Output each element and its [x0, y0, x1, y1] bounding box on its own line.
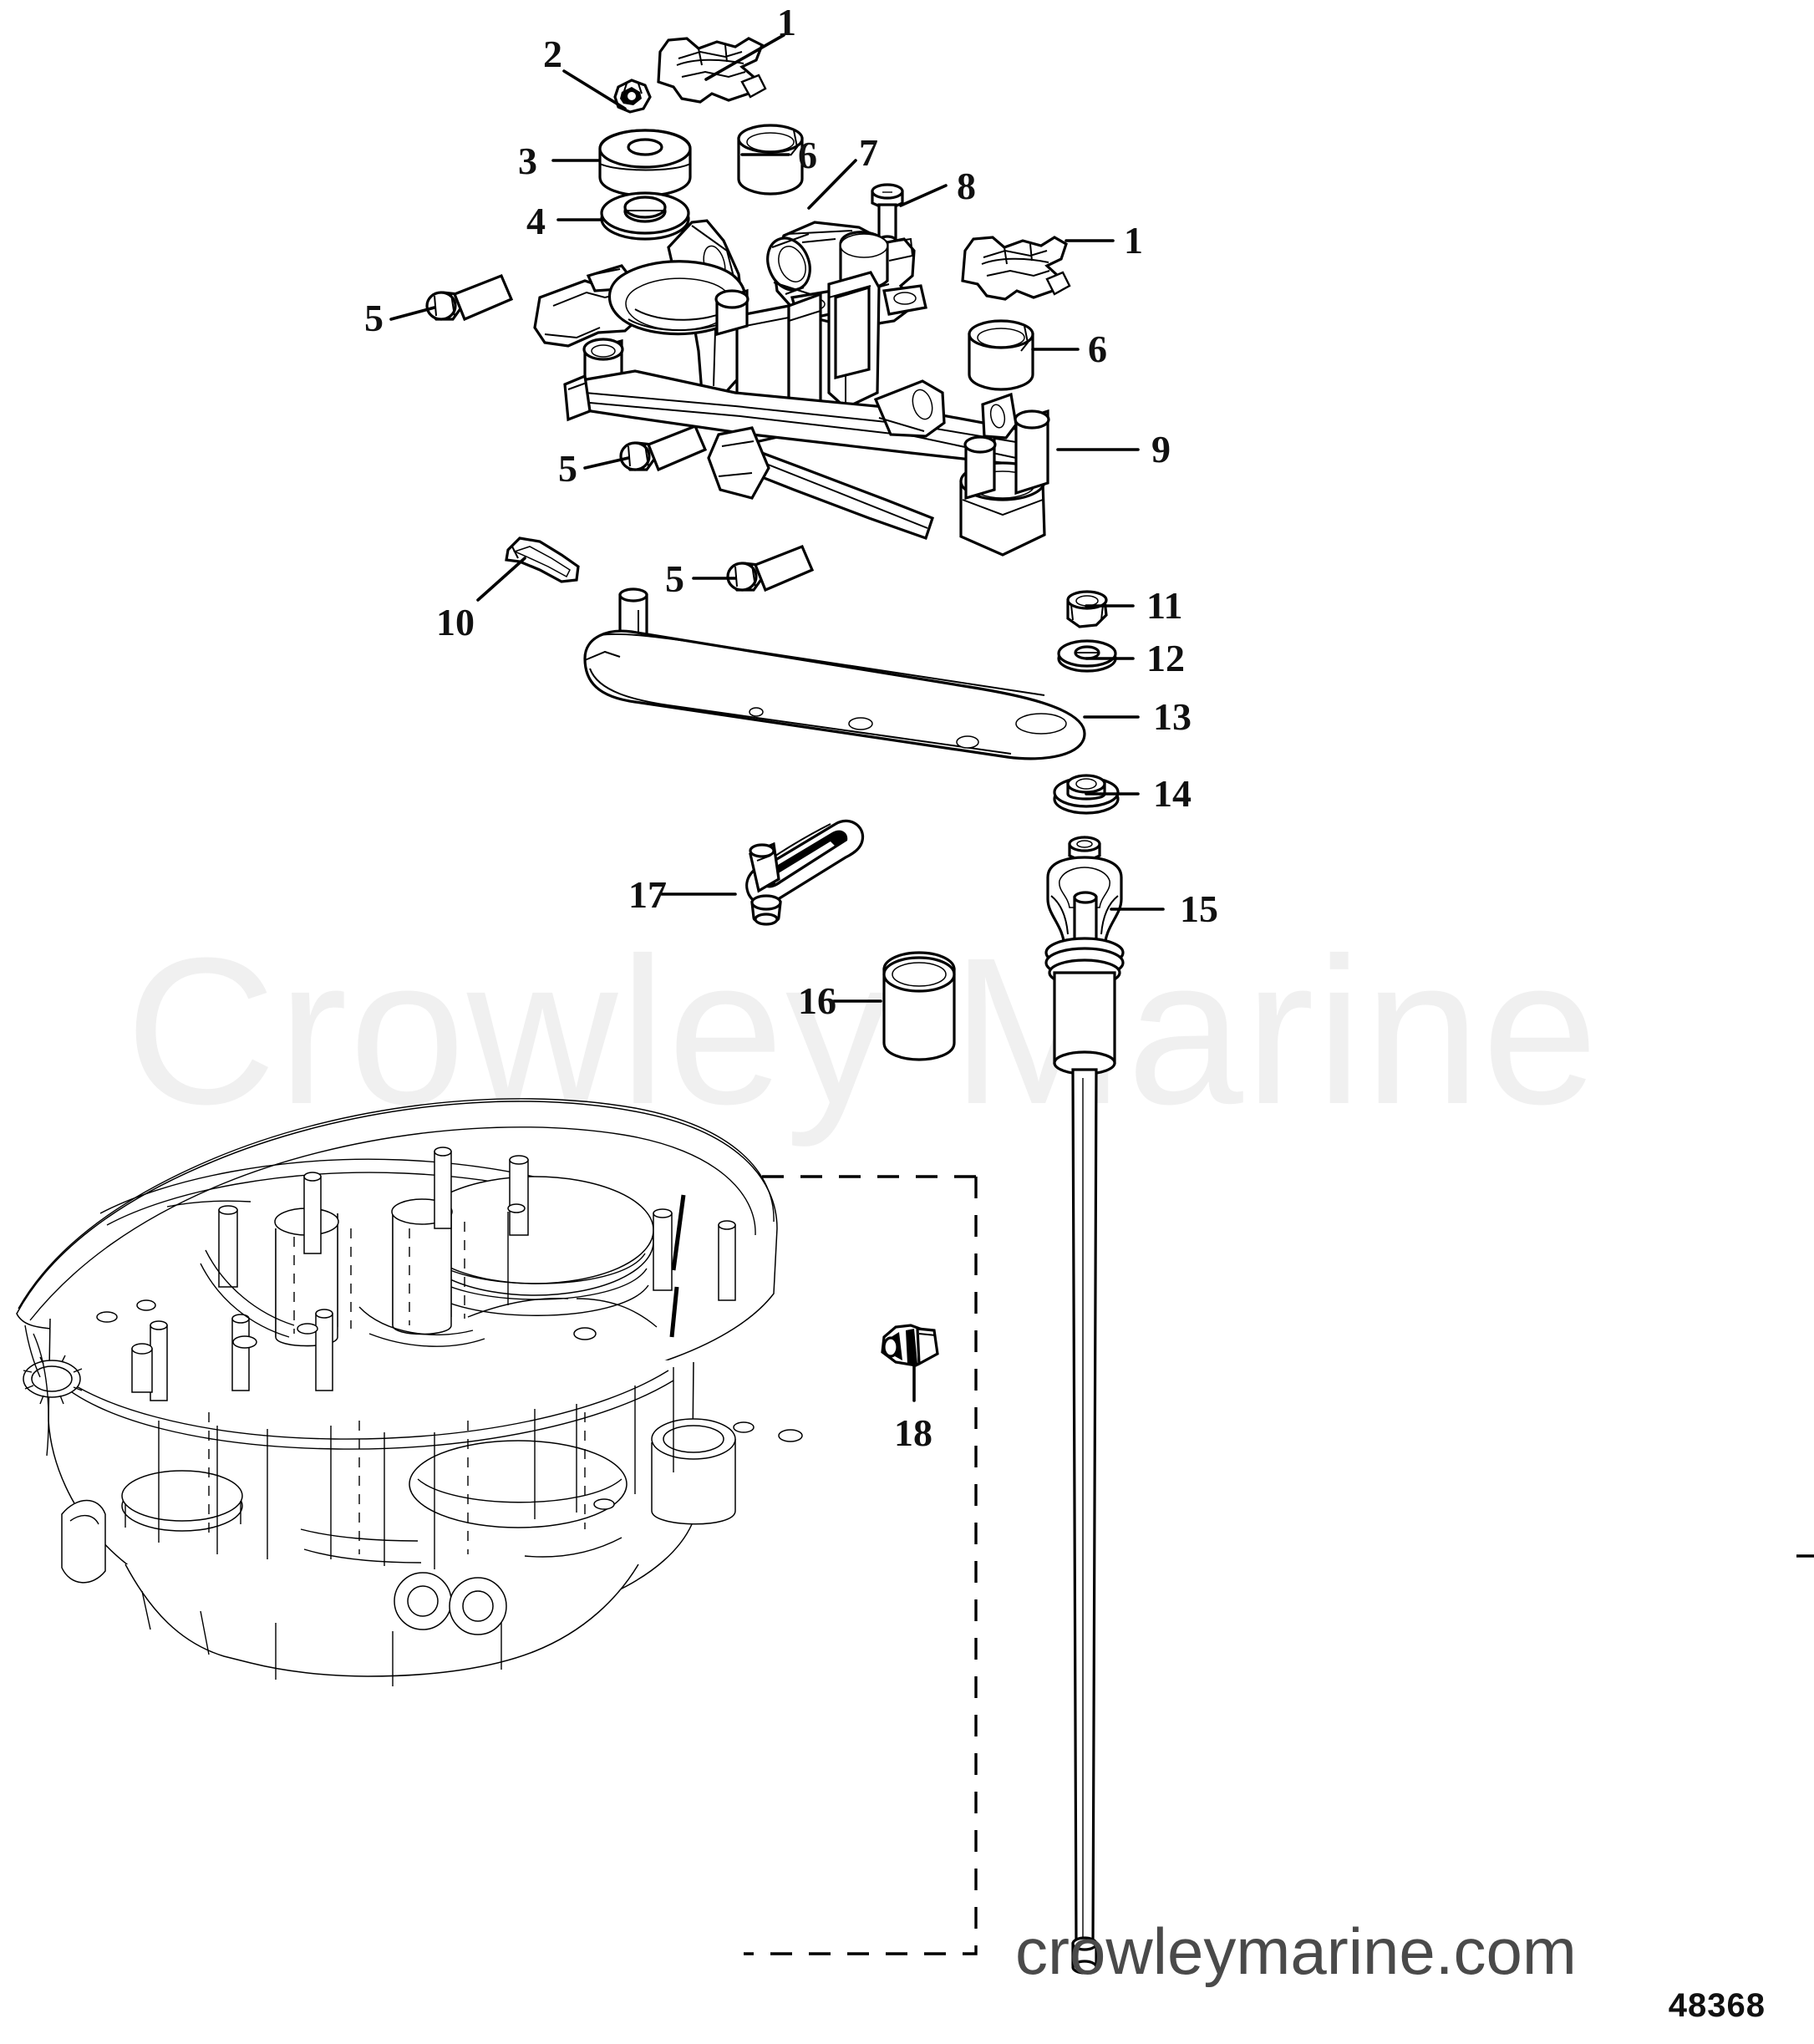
part-lock-nut: [1066, 590, 1108, 628]
part-bolt-hex-flange-1: [425, 273, 514, 322]
part-bolt-hex-flange-3: [726, 544, 815, 592]
part-washer-mount: [600, 191, 690, 241]
part-dipstick-tube-sleeve: [882, 951, 956, 1061]
part-flat-washer: [1057, 639, 1117, 673]
watermark-crowley-marine: Crowley Marine: [125, 914, 1600, 1147]
callout-13: 13: [1153, 695, 1192, 738]
callout-15: 15: [1180, 887, 1218, 930]
part-rubber-mount-bushing: [598, 129, 692, 197]
part-cotter-clip: [505, 536, 580, 583]
part-grommet-bushing: [1053, 774, 1120, 815]
callout-18: 18: [894, 1411, 932, 1454]
part-e-clip-retainer: [613, 79, 652, 114]
part-shift-lever-clip-upper: [657, 37, 767, 104]
footer-website-url: crowleymarine.com: [1015, 1914, 1577, 1988]
callout-16: 16: [798, 979, 836, 1022]
part-fitting-nipple: [881, 1324, 939, 1367]
callout-3: 3: [518, 140, 537, 182]
part-shift-lever-clip-lower: [961, 236, 1071, 301]
callout-2: 2: [543, 33, 562, 75]
callout-6-lower: 6: [1088, 328, 1107, 370]
part-link-rod-arm: [583, 587, 1086, 760]
callout-5-b: 5: [558, 447, 577, 490]
callout-17: 17: [628, 873, 667, 916]
callout-14: 14: [1153, 772, 1192, 815]
part-dipstick-handle: [1044, 836, 1125, 1975]
callout-6-upper: 6: [798, 134, 817, 176]
component-oil-pan-housing: [16, 1098, 803, 1686]
callout-1-lower: 1: [1124, 219, 1143, 262]
part-shift-cable-lever: [745, 819, 865, 926]
part-bolt-hex-flange-2: [619, 424, 708, 472]
dashed-reference-box: [744, 1175, 1814, 1955]
part-sleeve-bushing-lower: [968, 319, 1034, 391]
callout-5-a: 5: [364, 297, 384, 339]
part-pivot-boss: [959, 392, 1050, 557]
callout-5-c: 5: [665, 557, 684, 600]
callout-9: 9: [1151, 428, 1171, 470]
callout-10: 10: [436, 601, 475, 643]
callout-7: 7: [859, 131, 878, 174]
part-sleeve-bushing-upper: [737, 124, 804, 196]
callout-12: 12: [1146, 637, 1185, 679]
leader-lines-group: [389, 33, 1165, 1402]
callout-4: 4: [526, 200, 546, 242]
callout-11: 11: [1146, 584, 1183, 627]
callout-8: 8: [957, 165, 976, 207]
diagram-part-number: 48368: [1668, 1987, 1766, 2024]
callout-1-upper: 1: [777, 1, 796, 43]
component-bracket-assembly: [533, 219, 1050, 557]
